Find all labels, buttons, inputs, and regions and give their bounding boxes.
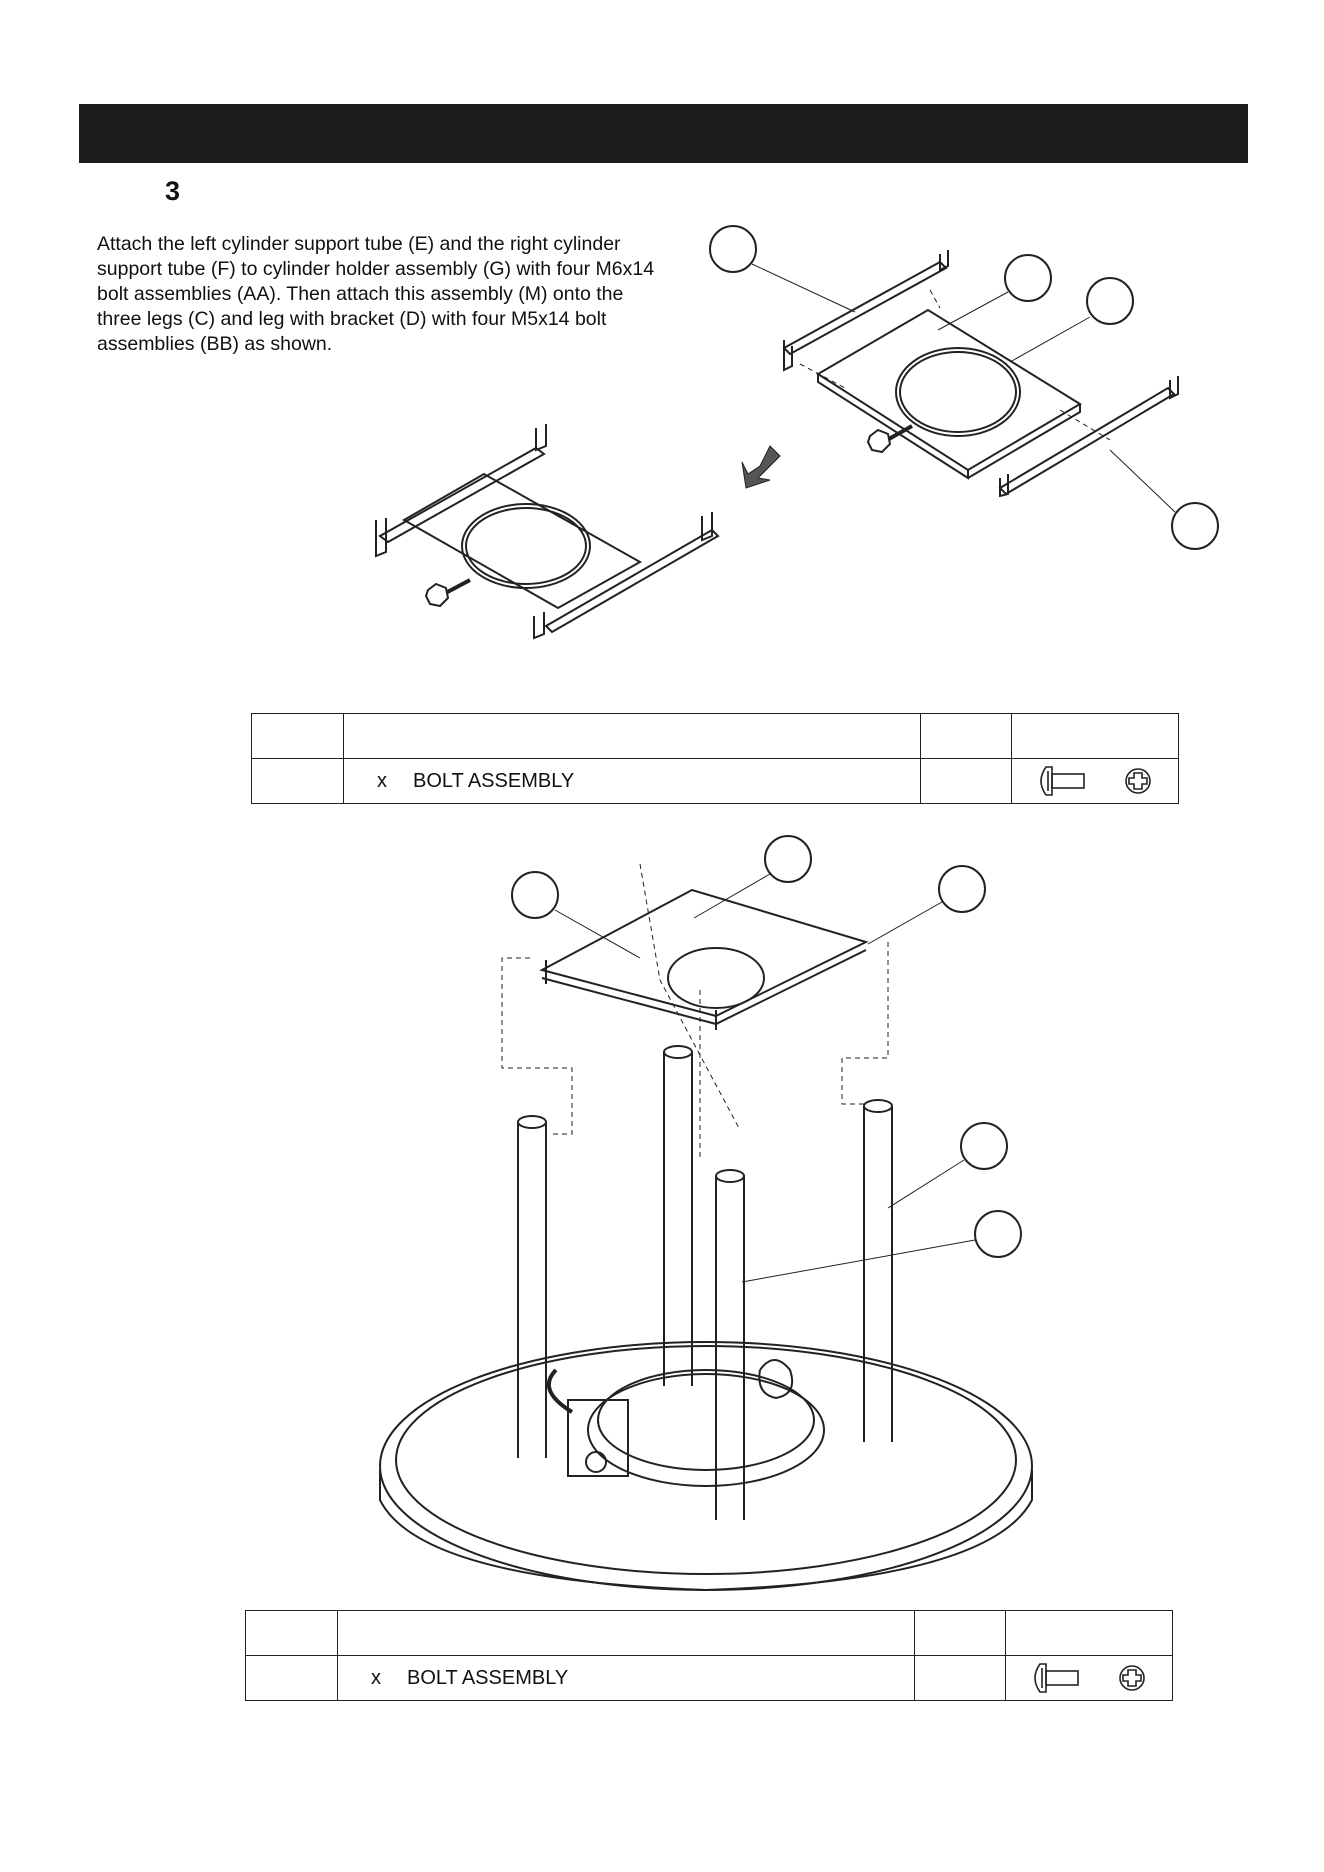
part-key-cell	[251, 758, 344, 804]
exploded-frame-diagram	[709, 225, 1219, 550]
callout-circle	[764, 835, 812, 883]
qty-symbol: x	[371, 1666, 381, 1689]
part-description-cell: x BOLT ASSEMBLY	[337, 1655, 915, 1701]
parts-table: x BOLT ASSEMBLY	[251, 713, 1179, 804]
part-description: BOLT ASSEMBLY	[413, 769, 575, 792]
header-cell	[245, 1610, 338, 1656]
step-number: 3	[165, 176, 181, 206]
header-cell	[914, 1610, 1006, 1656]
header-cell	[920, 713, 1012, 759]
bolt-icon	[1034, 1663, 1079, 1693]
parts-table: x BOLT ASSEMBLY	[245, 1610, 1173, 1701]
callout-circle	[511, 871, 559, 919]
section-header-bar	[79, 104, 1248, 163]
callout-circle	[1171, 502, 1219, 550]
table-header-row	[251, 713, 1179, 759]
part-qty-cell	[914, 1655, 1006, 1701]
phillips-head-icon	[1125, 768, 1151, 794]
bolt-icon	[1040, 766, 1085, 796]
step-instructions: Attach the left cylinder support tube (E…	[97, 233, 655, 355]
part-icon-cell	[1005, 1655, 1173, 1701]
header-cell	[251, 713, 344, 759]
callout-circle	[938, 865, 986, 913]
full-assembly-diagram	[379, 835, 1033, 1592]
callout-circle	[709, 225, 757, 273]
table-row: x BOLT ASSEMBLY	[245, 1655, 1173, 1701]
phillips-head-icon	[1119, 1665, 1145, 1691]
callout-circle	[1086, 277, 1134, 325]
header-cell	[337, 1610, 915, 1656]
part-qty-cell	[920, 758, 1012, 804]
part-description-cell: x BOLT ASSEMBLY	[343, 758, 921, 804]
qty-symbol: x	[377, 769, 387, 792]
callout-circle	[1004, 254, 1052, 302]
callout-circle	[960, 1122, 1008, 1170]
part-icon-cell	[1011, 758, 1179, 804]
direction-arrow-icon	[741, 445, 781, 489]
table-header-row	[245, 1610, 1173, 1656]
callout-circle	[974, 1210, 1022, 1258]
header-cell	[343, 713, 921, 759]
header-cell	[1005, 1610, 1173, 1656]
header-cell	[1011, 713, 1179, 759]
part-description: BOLT ASSEMBLY	[407, 1666, 569, 1689]
assembled-frame-diagram	[375, 424, 720, 640]
part-key-cell	[245, 1655, 338, 1701]
table-row: x BOLT ASSEMBLY	[251, 758, 1179, 804]
